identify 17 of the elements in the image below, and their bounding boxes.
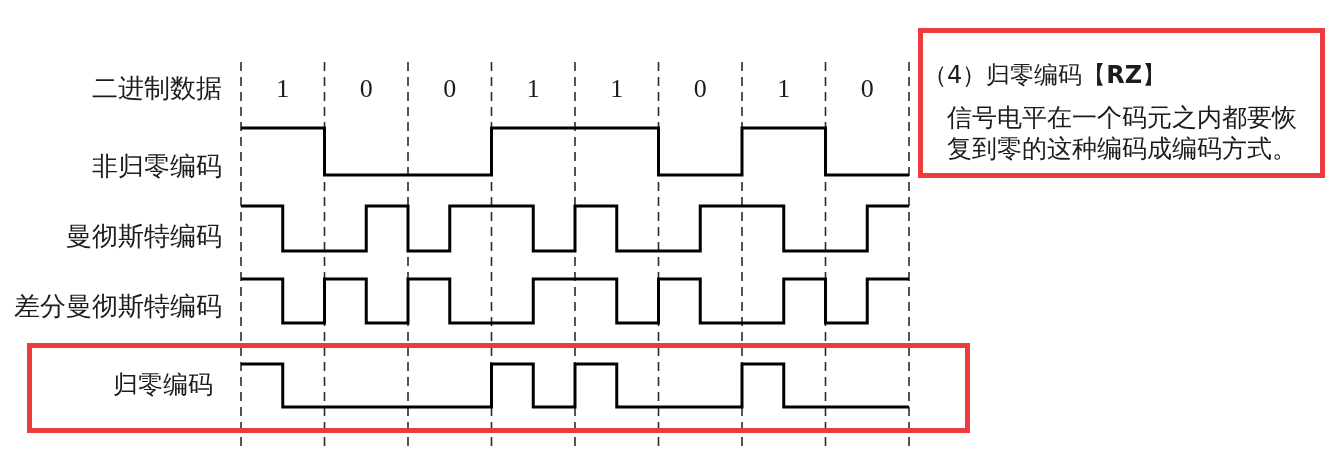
row-label: 二进制数据 [92, 75, 222, 101]
bit-value: 0 [860, 76, 874, 102]
bit-value: 0 [359, 76, 373, 102]
bit-value: 1 [610, 76, 624, 102]
highlight-box [918, 28, 1325, 178]
bit-value: 0 [693, 76, 707, 102]
row-label: 差分曼彻斯特编码 [14, 293, 222, 319]
row-label: 非归零编码 [92, 153, 222, 179]
bit-value: 1 [276, 76, 290, 102]
bit-value: 1 [777, 76, 791, 102]
row-label: 曼彻斯特编码 [66, 223, 222, 249]
description-text: 信号电平在一个码元之内都要恢复到零的这种编码成编码方式。 [947, 102, 1298, 164]
highlight-box [27, 343, 970, 433]
bit-value: 1 [526, 76, 540, 102]
heading: （4）归零编码【RZ】 [923, 63, 1167, 87]
row-label: 归零编码 [113, 371, 213, 397]
bit-value: 0 [443, 76, 457, 102]
